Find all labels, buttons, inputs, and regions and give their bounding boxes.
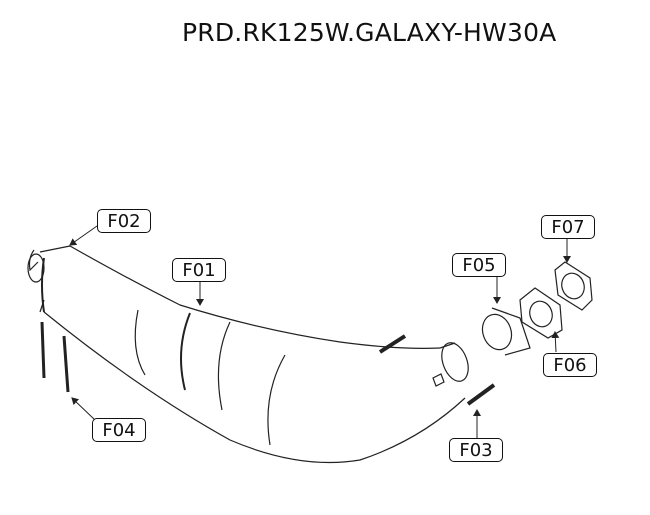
gasket-f06 (519, 287, 563, 339)
exhaust-pipe-drawing (27, 245, 469, 464)
spring-f03-upper (378, 334, 407, 354)
label-f02: F02 (97, 209, 151, 233)
flange-f05 (481, 307, 531, 356)
diagram-title: PRD.RK125W.GALAXY-HW30A (182, 18, 557, 47)
label-f01: F01 (172, 258, 226, 282)
spring-f03-lower (466, 383, 496, 406)
leader-arrows (69, 225, 571, 438)
label-f04: F04 (92, 418, 146, 442)
gasket-f07 (554, 261, 593, 311)
label-f05: F05 (452, 253, 506, 277)
label-f07: F07 (541, 215, 595, 239)
springs-f04 (40, 321, 70, 393)
label-f03: F03 (449, 438, 503, 462)
label-f06: F06 (543, 353, 597, 377)
